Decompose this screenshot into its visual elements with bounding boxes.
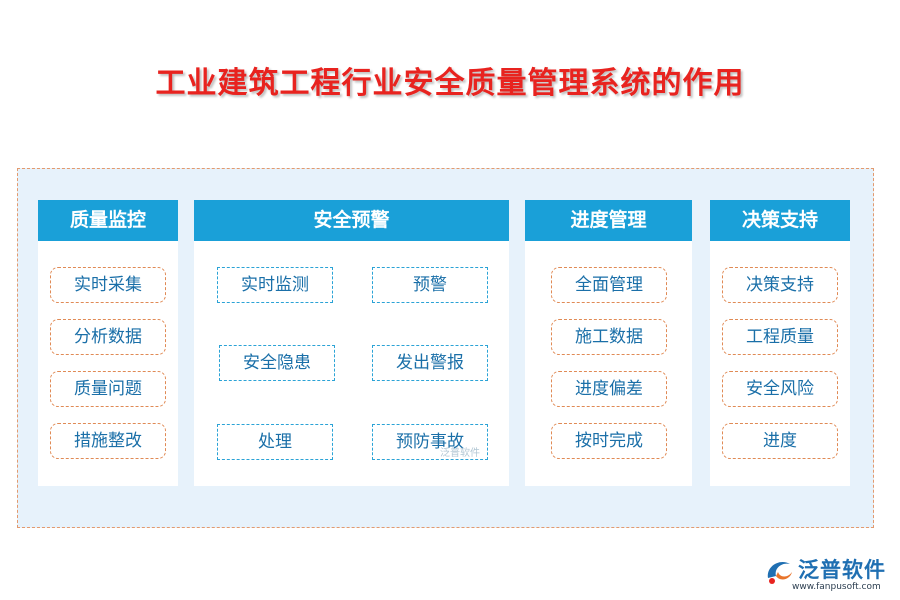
node: 全面管理 xyxy=(551,267,667,303)
column-progress-management: 进度管理 全面管理 施工数据 进度偏差 按时完成 xyxy=(525,200,692,486)
node: 工程质量 xyxy=(722,319,838,355)
node: 施工数据 xyxy=(551,319,667,355)
node: 安全隐患 xyxy=(219,345,335,381)
node: 决策支持 xyxy=(722,267,838,303)
node: 安全风险 xyxy=(722,371,838,407)
page-title: 工业建筑工程行业安全质量管理系统的作用 xyxy=(155,66,745,101)
column-header: 进度管理 xyxy=(525,200,692,241)
column-header: 决策支持 xyxy=(710,200,850,241)
node: 按时完成 xyxy=(551,423,667,459)
column-decision-support: 决策支持 决策支持 工程质量 安全风险 进度 xyxy=(710,200,850,486)
column-header: 安全预警 xyxy=(194,200,509,241)
node: 实时采集 xyxy=(50,267,166,303)
node: 措施整改 xyxy=(50,423,166,459)
logo-name: 泛普软件 xyxy=(798,558,886,582)
node: 进度偏差 xyxy=(551,371,667,407)
node: 进度 xyxy=(722,423,838,459)
column-quality-monitoring: 质量监控 实时采集 分析数据 质量问题 措施整改 xyxy=(38,200,178,486)
node: 发出警报 xyxy=(372,345,488,381)
node: 实时监测 xyxy=(217,267,333,303)
column-header: 质量监控 xyxy=(38,200,178,241)
logo-url: www.fanpusoft.com xyxy=(792,582,881,592)
node: 处理 xyxy=(217,424,333,460)
brand-logo: 泛普软件 www.fanpusoft.com xyxy=(762,552,892,596)
column-safety-warning: 安全预警 实时监测 预警 安全隐患 发出警报 处理 预防事故 xyxy=(194,200,509,486)
node: 预警 xyxy=(372,267,488,303)
watermark: 泛普软件 xyxy=(440,448,480,459)
node: 分析数据 xyxy=(50,319,166,355)
swirl-logo-icon xyxy=(767,561,792,584)
node: 预防事故 xyxy=(372,424,488,460)
node: 质量问题 xyxy=(50,371,166,407)
